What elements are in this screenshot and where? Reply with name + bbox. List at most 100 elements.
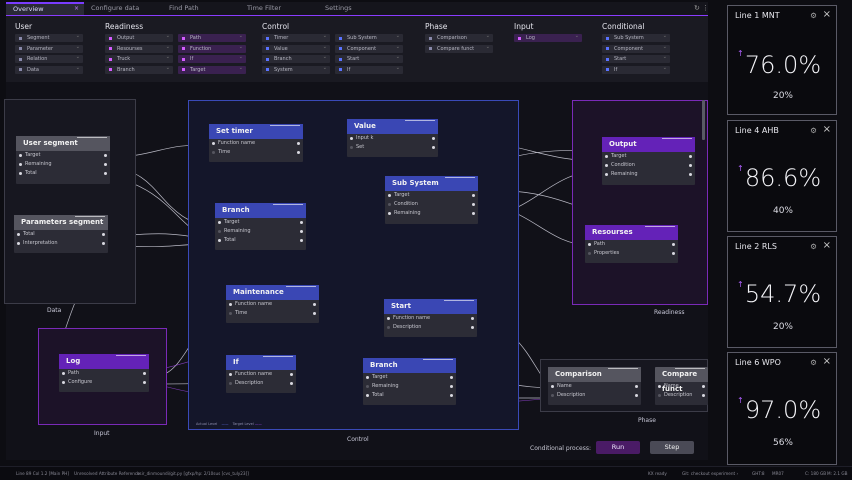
close-icon[interactable]: × — [822, 124, 831, 135]
palette-item[interactable]: Sub System — [602, 32, 670, 42]
palette-item[interactable]: Start — [335, 53, 403, 63]
node-port[interactable]: Condition — [602, 161, 695, 170]
output-port-dot[interactable] — [104, 172, 107, 175]
node-value[interactable]: Value Input k Set — [347, 119, 438, 157]
palette-item[interactable]: Sub System — [335, 32, 403, 42]
node-port[interactable]: Function name — [226, 370, 296, 379]
node-port[interactable]: Total — [14, 230, 108, 239]
output-port-dot[interactable] — [689, 173, 692, 176]
tab-overview[interactable]: Overview× — [6, 2, 84, 15]
output-port-dot[interactable] — [300, 239, 303, 242]
node-start[interactable]: Start Function name Description — [384, 299, 477, 337]
node-port[interactable]: Time — [226, 309, 319, 318]
node-port[interactable]: Time — [209, 148, 303, 157]
close-icon[interactable]: × — [822, 9, 831, 20]
output-port-dot[interactable] — [290, 382, 293, 385]
node-port[interactable]: Condition — [385, 200, 478, 209]
output-port-dot[interactable] — [450, 385, 453, 388]
tab-find-path[interactable]: Find Path — [162, 2, 240, 15]
node-port[interactable]: Input k — [347, 134, 438, 143]
output-port-dot[interactable] — [702, 385, 705, 388]
output-port-dot[interactable] — [143, 372, 146, 375]
tab-configure-data[interactable]: Configure data — [84, 2, 162, 15]
palette-item[interactable]: Comparison — [425, 32, 493, 42]
palette-item[interactable]: Timer — [262, 32, 330, 42]
node-port[interactable]: Set — [347, 143, 438, 152]
status-reference[interactable]: Unresolved Attribute Reference — [74, 471, 140, 476]
gear-icon[interactable]: ⚙ — [810, 358, 817, 367]
palette-item[interactable]: Relation — [15, 53, 83, 63]
output-port-dot[interactable] — [102, 242, 105, 245]
palette-item[interactable]: If — [602, 64, 670, 74]
palette-item[interactable]: If — [178, 53, 246, 63]
node-port[interactable]: Function name — [209, 139, 303, 148]
output-port-dot[interactable] — [689, 164, 692, 167]
palette-item[interactable]: Parameter — [15, 43, 83, 53]
palette-item[interactable]: Function — [178, 43, 246, 53]
close-icon[interactable]: × — [822, 356, 831, 367]
node-port[interactable]: Description — [655, 391, 708, 400]
node-canvas[interactable]: Data Input Control Actual Level —— Targe… — [4, 82, 708, 460]
node-port[interactable]: Path — [59, 369, 149, 378]
node-port[interactable]: Remaining — [16, 160, 110, 169]
node-port[interactable]: Function name — [384, 314, 477, 323]
palette-item[interactable]: Branch — [105, 64, 173, 74]
node-port[interactable]: Properties — [585, 249, 678, 258]
output-port-dot[interactable] — [635, 394, 638, 397]
node-user-segment[interactable]: User segment Target Remaining Total — [16, 136, 110, 184]
palette-item[interactable]: Resourses — [105, 43, 173, 53]
refresh-icon[interactable]: ↻ ⋮ — [694, 4, 710, 12]
output-port-dot[interactable] — [290, 373, 293, 376]
output-port-dot[interactable] — [432, 137, 435, 140]
output-port-dot[interactable] — [450, 394, 453, 397]
palette-item[interactable]: Component — [602, 43, 670, 53]
node-log[interactable]: Log Path Configure — [59, 354, 149, 392]
node-port[interactable]: Remaining — [363, 382, 456, 391]
node-port[interactable]: Target — [215, 218, 306, 227]
palette-item[interactable]: Start — [602, 53, 670, 63]
node-if[interactable]: If Function name Description — [226, 355, 296, 393]
node-port[interactable]: Interpretation — [14, 239, 108, 248]
output-port-dot[interactable] — [313, 312, 316, 315]
palette-item[interactable]: Compare funct — [425, 43, 493, 53]
run-button[interactable]: Run — [596, 441, 640, 454]
palette-item[interactable]: Segment — [15, 32, 83, 42]
step-button[interactable]: Step — [650, 441, 694, 454]
node-port[interactable]: Target — [385, 191, 478, 200]
output-port-dot[interactable] — [672, 243, 675, 246]
node-port[interactable]: Name — [548, 382, 641, 391]
output-port-dot[interactable] — [672, 252, 675, 255]
close-icon[interactable]: × — [822, 240, 831, 251]
output-port-dot[interactable] — [689, 155, 692, 158]
output-port-dot[interactable] — [471, 326, 474, 329]
node-port[interactable]: Total — [363, 391, 456, 400]
node-compare-funct[interactable]: Compare funct Name Description — [655, 367, 708, 405]
vertical-scrollbar[interactable] — [702, 100, 705, 140]
node-port[interactable]: Total — [215, 236, 306, 245]
palette-item[interactable]: Component — [335, 43, 403, 53]
palette-item[interactable]: Data — [15, 64, 83, 74]
node-resourses[interactable]: Resourses Path Properties — [585, 225, 678, 263]
output-port-dot[interactable] — [300, 221, 303, 224]
node-port[interactable]: Description — [384, 323, 477, 332]
node-maintenance[interactable]: Maintenance Function name Time — [226, 285, 319, 323]
gear-icon[interactable]: ⚙ — [810, 242, 817, 251]
node-port[interactable]: Description — [226, 379, 296, 388]
status-position[interactable]: Line 89 Col 1.2 [Main PH] — [16, 471, 69, 476]
node-port[interactable]: Target — [16, 151, 110, 160]
palette-item[interactable]: Output — [105, 32, 173, 42]
node-set-timer[interactable]: Set timer Function name Time — [209, 124, 303, 162]
output-port-dot[interactable] — [472, 212, 475, 215]
node-port[interactable]: Remaining — [385, 209, 478, 218]
output-port-dot[interactable] — [472, 194, 475, 197]
node-port[interactable]: Name — [655, 382, 708, 391]
node-port[interactable]: Total — [16, 169, 110, 178]
node-output[interactable]: Output Target Condition Remaining — [602, 137, 695, 185]
node-port[interactable]: Target — [602, 152, 695, 161]
palette-item[interactable]: System — [262, 64, 330, 74]
palette-item[interactable]: Branch — [262, 53, 330, 63]
close-tab-icon[interactable]: × — [73, 5, 79, 12]
palette-item[interactable]: Path — [178, 32, 246, 42]
node-port[interactable]: Description — [548, 391, 641, 400]
status-git-branch[interactable]: Git: checkout experiment › — [682, 471, 739, 476]
